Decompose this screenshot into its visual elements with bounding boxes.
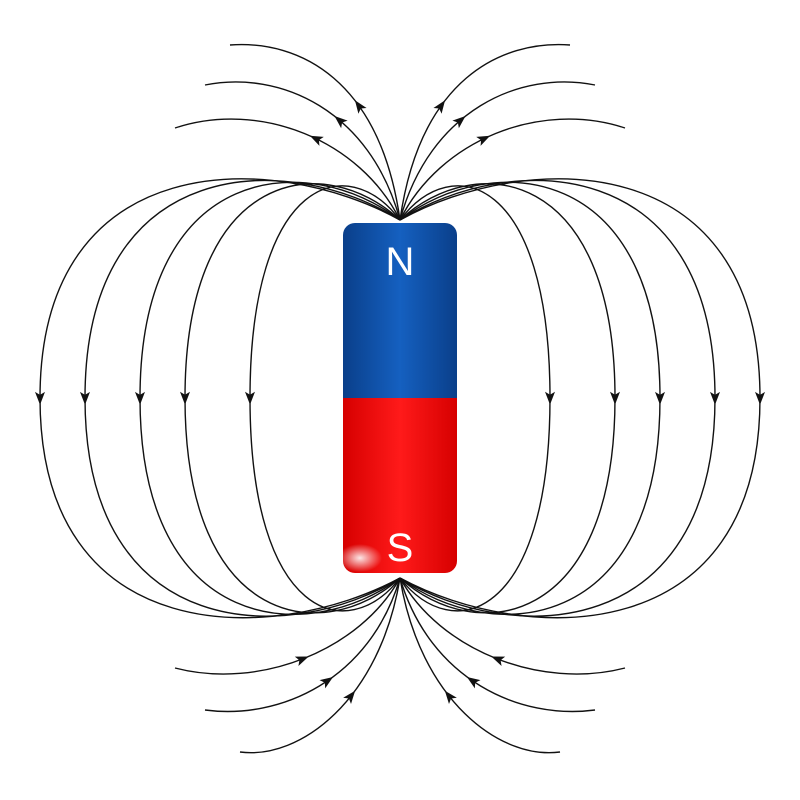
north-pole-label: N <box>386 240 415 284</box>
field-arrow-bottom-right-3 <box>444 690 457 705</box>
south-pole-label: S <box>387 526 414 570</box>
field-arrow-right-2 <box>710 391 721 405</box>
field-arrow-bottom-left-2 <box>319 676 334 689</box>
south-pole-glow <box>343 544 382 572</box>
field-open-bottom-right-3 <box>399 577 561 754</box>
field-arrow-left-3 <box>134 391 145 405</box>
field-arrow-top-left-1 <box>354 100 367 114</box>
field-arrow-bottom-left-1 <box>294 656 309 666</box>
field-open-top-left-1 <box>229 43 401 221</box>
field-open-top-left-2 <box>204 81 401 221</box>
field-open-bottom-left-1 <box>174 577 401 675</box>
field-arrow-top-right-2 <box>452 115 466 129</box>
field-arrow-right-4 <box>610 391 620 405</box>
field-arrow-left-2 <box>79 391 90 405</box>
field-open-top-right-1 <box>399 43 571 221</box>
field-arrow-bottom-right-1 <box>491 656 506 666</box>
field-arrow-left-1 <box>34 391 45 405</box>
field-arrow-bottom-right-2 <box>466 676 481 689</box>
field-open-bottom-right-2 <box>399 577 596 713</box>
field-open-top-right-2 <box>399 81 596 221</box>
field-arrow-top-right-3 <box>476 135 491 146</box>
north-pole <box>343 223 457 398</box>
field-arrow-left-5 <box>244 391 255 405</box>
field-arrow-top-left-2 <box>334 115 348 129</box>
field-open-top-left-3 <box>174 118 401 221</box>
field-arrow-right-3 <box>655 391 666 405</box>
field-open-bottom-right-1 <box>399 577 626 675</box>
field-arrow-right-5 <box>545 391 556 405</box>
south-pole <box>343 398 457 573</box>
field-open-bottom-left-2 <box>204 577 401 713</box>
field-open-bottom-left-3 <box>239 577 401 754</box>
field-arrow-top-left-3 <box>309 135 324 146</box>
bar-magnet: N S <box>343 223 457 573</box>
field-arrow-top-right-1 <box>433 100 446 114</box>
field-arrow-left-4 <box>180 391 190 405</box>
field-arrows <box>34 100 766 705</box>
field-open-top-right-3 <box>399 118 626 221</box>
field-arrow-bottom-left-3 <box>343 690 356 705</box>
field-arrow-right-1 <box>755 391 766 405</box>
